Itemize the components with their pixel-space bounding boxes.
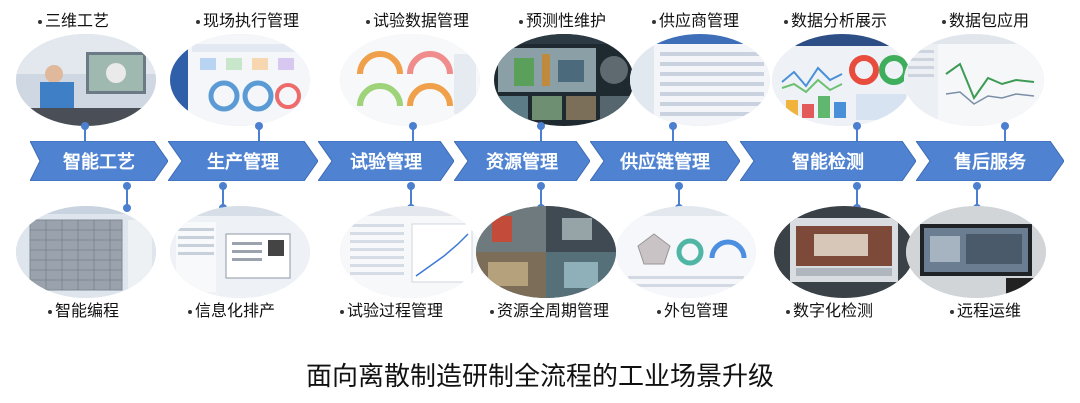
stage-4: 资源管理 xyxy=(454,141,590,181)
top-label-4: 预测性维护 xyxy=(519,12,606,30)
stage-7: 售后服务 xyxy=(916,141,1064,181)
top-image-supplier xyxy=(630,34,770,126)
bottom-image-remote-ops xyxy=(906,206,1046,298)
bottom-connector-1 xyxy=(123,182,131,212)
top-label-7: 数据包应用 xyxy=(942,12,1029,30)
bottom-label-2: 信息化排产 xyxy=(188,302,275,320)
bottom-connector-2 xyxy=(219,182,227,212)
bottom-image-resource-lifecycle xyxy=(476,206,616,298)
top-image-data-package xyxy=(904,34,1044,126)
bottom-connector-6 xyxy=(853,182,861,212)
stage-3: 试验管理 xyxy=(318,141,454,181)
bottom-connector-3 xyxy=(407,182,415,212)
top-image-shopfloor xyxy=(170,34,310,126)
top-image-predictive-maintenance xyxy=(494,34,634,126)
stage-6: 智能检测 xyxy=(740,141,916,181)
bottom-image-scheduling xyxy=(170,206,310,298)
bottom-label-5: 外包管理 xyxy=(657,302,728,320)
top-image-3d-process xyxy=(16,34,156,126)
bottom-label-4: 资源全周期管理 xyxy=(490,302,609,320)
top-label-5: 供应商管理 xyxy=(652,12,739,30)
bottom-image-smart-programming xyxy=(16,206,156,298)
bottom-connector-7 xyxy=(973,182,981,212)
top-label-3: 试验数据管理 xyxy=(366,12,469,30)
stage-5: 供应链管理 xyxy=(590,141,740,181)
bottom-connector-4 xyxy=(537,182,545,212)
bottom-connector-5 xyxy=(675,182,683,212)
bottom-label-7: 远程运维 xyxy=(950,302,1021,320)
top-label-1: 三维工艺 xyxy=(38,12,109,30)
bottom-image-outsourcing xyxy=(616,206,756,298)
stage-1: 智能工艺 xyxy=(30,141,168,181)
top-label-6: 数据分析展示 xyxy=(784,12,887,30)
top-label-2: 现场执行管理 xyxy=(196,12,299,30)
top-image-analytics xyxy=(772,34,912,126)
bottom-image-test-process xyxy=(340,206,480,298)
top-image-test-data xyxy=(340,34,480,126)
figure-caption: 面向离散制造研制全流程的工业场景升级 xyxy=(305,362,774,392)
bottom-image-digital-inspection xyxy=(774,206,914,298)
bottom-label-6: 数字化检测 xyxy=(786,302,873,320)
bottom-label-1: 智能编程 xyxy=(48,302,119,320)
stage-2: 生产管理 xyxy=(168,141,318,181)
bottom-label-3: 试验过程管理 xyxy=(340,302,443,320)
